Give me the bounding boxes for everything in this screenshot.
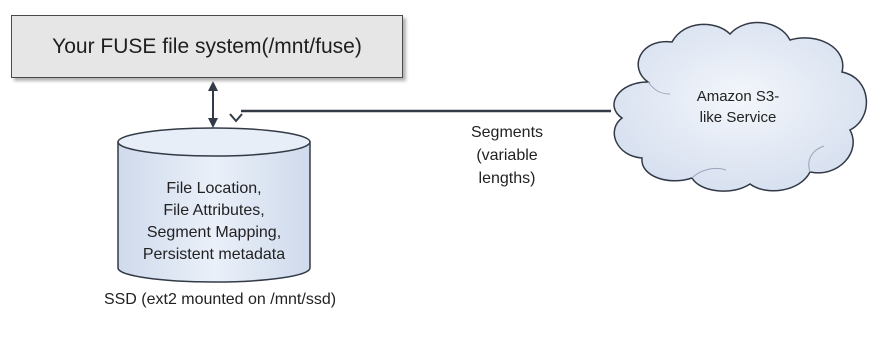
segments-label: Segments (variable lengths): [452, 121, 562, 190]
cloud-label-line: Amazon S3-: [696, 88, 780, 105]
segments-label-line: lengths): [478, 170, 536, 187]
segments-connector: [229, 109, 611, 123]
ssd-cylinder: [117, 127, 311, 283]
ssd-caption: SSD (ext2 mounted on /mnt/ssd): [103, 291, 337, 308]
ssd-content-line: File Location,: [166, 180, 262, 197]
fuse-filesystem-box: Your FUSE file system(/mnt/fuse): [11, 15, 403, 78]
fuse-box-label: Your FUSE file system(/mnt/fuse): [52, 34, 362, 58]
ssd-contents: File Location, File Attributes, Segment …: [111, 178, 317, 266]
ssd-content-line: Segment Mapping,: [146, 224, 282, 241]
ssd-content-line: File Attributes,: [163, 202, 265, 219]
bidirectional-arrow: [208, 81, 218, 128]
cloud-shape: [613, 21, 867, 192]
cloud-label-line: like Service: [699, 109, 777, 126]
segments-label-line: (variable: [476, 147, 538, 164]
cloud-label: Amazon S3- like Service: [668, 86, 808, 128]
ssd-content-line: Persistent metadata: [142, 246, 286, 263]
segments-label-line: Segments: [470, 124, 544, 141]
